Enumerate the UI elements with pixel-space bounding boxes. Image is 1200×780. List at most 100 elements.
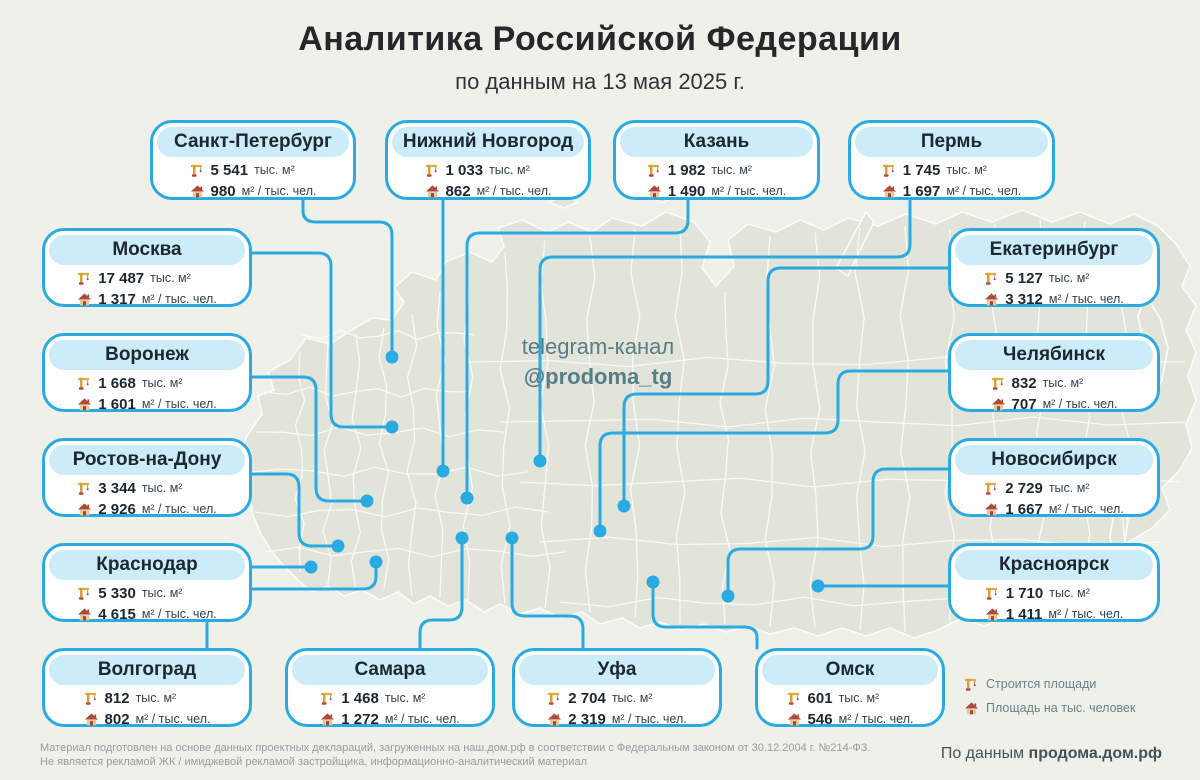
- building-area-row: 832 тыс. м²: [991, 373, 1118, 394]
- city-dot-rostov: [331, 539, 345, 553]
- disclaimer-line-1: Материал подготовлен на основе данных пр…: [40, 742, 871, 754]
- telegram-handle: @prodoma_tg: [523, 364, 673, 389]
- per-capita-unit: м² / тыс. чел.: [135, 712, 211, 727]
- building-area-unit: тыс. м²: [711, 163, 752, 178]
- building-area-unit: тыс. м²: [489, 163, 530, 178]
- city-card-nn: Нижний Новгород 1 033 тыс. м² 862 м² / т…: [385, 120, 591, 200]
- city-name: Красноярск: [955, 550, 1153, 580]
- header: Аналитика Российской Федерации по данным…: [0, 20, 1200, 95]
- city-card-omsk: Омск 601 тыс. м² 546 м² / тыс. чел.: [755, 648, 945, 730]
- per-capita-row: 1 490 м² / тыс. чел.: [647, 181, 786, 202]
- connector-kazan: [465, 198, 690, 500]
- city-card-krasnodar: Краснодар 5 330 тыс. м² 4 615 м² / тыс. …: [42, 543, 252, 623]
- per-capita-row: 546 м² / тыс. чел.: [787, 709, 913, 730]
- per-capita-row: 707 м² / тыс. чел.: [991, 394, 1118, 415]
- connector-moscow: [250, 251, 394, 429]
- city-name: Волгоград: [49, 655, 245, 685]
- city-dot-novosibirsk: [721, 589, 735, 603]
- house-icon: [77, 502, 92, 517]
- house-icon: [84, 712, 99, 727]
- connector-perm: [538, 198, 912, 463]
- crane-icon: [984, 271, 999, 286]
- city-name: Уфа: [519, 655, 715, 685]
- city-name: Челябинск: [955, 340, 1153, 370]
- city-dot-ekb: [617, 499, 631, 513]
- building-area-unit: тыс. м²: [1042, 376, 1084, 391]
- connector-ekb: [622, 266, 950, 508]
- house-icon: [882, 184, 897, 199]
- house-icon: [190, 184, 205, 199]
- crane-icon: [547, 691, 562, 706]
- city-dot-chelyabinsk: [593, 524, 607, 538]
- building-area-row: 3 344 тыс. м²: [77, 478, 216, 499]
- city-dot-spb: [385, 350, 399, 364]
- city-card-krasnoyarsk: Красноярск 1 710 тыс. м² 1 411 м² / тыс.…: [948, 543, 1160, 625]
- building-area-value: 1 668: [98, 374, 136, 392]
- crane-icon: [77, 481, 92, 496]
- per-capita-row: 802 м² / тыс. чел.: [84, 709, 211, 730]
- per-capita-value: 802: [104, 710, 130, 728]
- data-source: По данным продома.дом.рф: [941, 745, 1162, 763]
- house-icon: [984, 502, 999, 517]
- city-dot-samara: [455, 531, 469, 545]
- building-area-row: 5 127 тыс. м²: [984, 268, 1123, 289]
- per-capita-value: 1 411: [1005, 605, 1043, 623]
- per-capita-unit: м² / тыс. чел.: [141, 292, 217, 307]
- building-area-unit: тыс. м²: [384, 691, 426, 706]
- connector-spb: [301, 198, 394, 359]
- city-name: Москва: [49, 235, 245, 265]
- map-region-borders: [251, 219, 1186, 633]
- building-area-unit: тыс. м²: [1048, 481, 1090, 496]
- per-capita-value: 1 490: [667, 182, 706, 200]
- city-name: Ростов-на-Дону: [49, 445, 245, 475]
- building-area-value: 5 127: [1005, 269, 1043, 287]
- city-dot-omsk: [646, 575, 660, 589]
- connector-voronezh: [250, 375, 369, 503]
- house-icon: [647, 184, 662, 199]
- city-dot-krasnodar: [304, 560, 318, 574]
- building-area-unit: тыс. м²: [1048, 271, 1090, 286]
- city-name: Пермь: [855, 127, 1048, 157]
- house-icon: [787, 712, 802, 727]
- per-capita-unit: м² / тыс. чел.: [241, 184, 317, 199]
- city-name: Самара: [292, 655, 488, 685]
- city-card-perm: Пермь 1 745 тыс. м² 1 697 м² / тыс. чел.: [848, 120, 1055, 200]
- building-area-unit: тыс. м²: [135, 691, 177, 706]
- per-capita-value: 2 319: [568, 710, 606, 728]
- telegram-label: telegram-канал: [521, 334, 675, 359]
- crane-icon: [647, 163, 662, 178]
- building-area-value: 601: [807, 689, 833, 707]
- city-name: Новосибирск: [955, 445, 1153, 475]
- disclaimer: Материал подготовлен на основе данных пр…: [40, 742, 870, 770]
- per-capita-row: 1 411 м² / тыс. чел.: [985, 604, 1123, 625]
- building-area-row: 812 тыс. м²: [84, 688, 211, 709]
- per-capita-row: 980 м² / тыс. чел.: [190, 181, 317, 202]
- disclaimer-line-2: Не является рекламой ЖК / имиджевой рекл…: [40, 755, 587, 768]
- per-capita-unit: м² / тыс. чел.: [711, 184, 787, 199]
- per-capita-value: 1 601: [98, 395, 136, 413]
- per-capita-row: 1 697 м² / тыс. чел.: [882, 181, 1021, 202]
- per-capita-row: 1 601 м² / тыс. чел.: [77, 394, 217, 415]
- city-card-spb: Санкт-Петербург 5 541 тыс. м² 980 м² / т…: [150, 120, 356, 200]
- building-area-unit: тыс. м²: [946, 163, 987, 178]
- per-capita-unit: м² / тыс. чел.: [384, 712, 460, 727]
- building-area-row: 1 468 тыс. м²: [320, 688, 459, 709]
- building-area-unit: тыс. м²: [141, 376, 183, 391]
- per-capita-unit: м² / тыс. чел.: [611, 712, 687, 727]
- per-capita-unit: м² / тыс. чел.: [1048, 292, 1124, 307]
- per-capita-unit: м² / тыс. чел.: [1042, 397, 1118, 412]
- building-area-unit: тыс. м²: [254, 163, 295, 178]
- crane-icon: [190, 163, 205, 178]
- city-name: Воронеж: [49, 340, 245, 370]
- city-name: Краснодар: [49, 550, 245, 580]
- building-area-value: 1 033: [445, 161, 484, 179]
- building-area-row: 17 487 тыс. м²: [77, 268, 216, 289]
- city-name: Санкт-Петербург: [157, 127, 349, 157]
- legend: Строится площади Площадь на тыс. человек: [964, 672, 1135, 720]
- crane-icon: [984, 481, 999, 496]
- per-capita-row: 1 667 м² / тыс. чел.: [984, 499, 1124, 520]
- per-capita-value: 1 272: [341, 710, 379, 728]
- crane-icon: [77, 271, 92, 286]
- crane-icon: [787, 691, 802, 706]
- per-capita-row: 1 272 м² / тыс. чел.: [320, 709, 460, 730]
